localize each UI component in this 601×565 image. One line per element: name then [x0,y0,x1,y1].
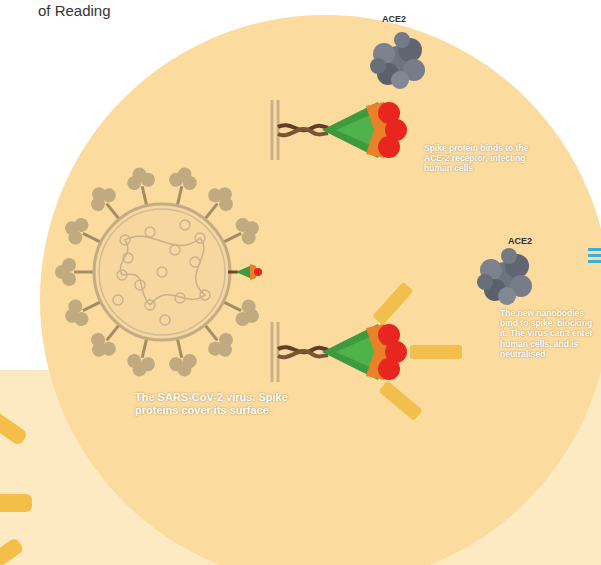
watermark-text: of Reading [38,2,238,20]
protein-label: ACE2 [508,236,568,247]
callout-text: The new nanobodies bind to spike, blocki… [500,308,596,359]
callout-text: Spike protein binds to the ACE-2 recepto… [424,143,536,174]
protein-label: ACE2 [382,14,442,25]
caption-text: The SARS-CoV-2 virus. Spike proteins cov… [135,391,295,417]
